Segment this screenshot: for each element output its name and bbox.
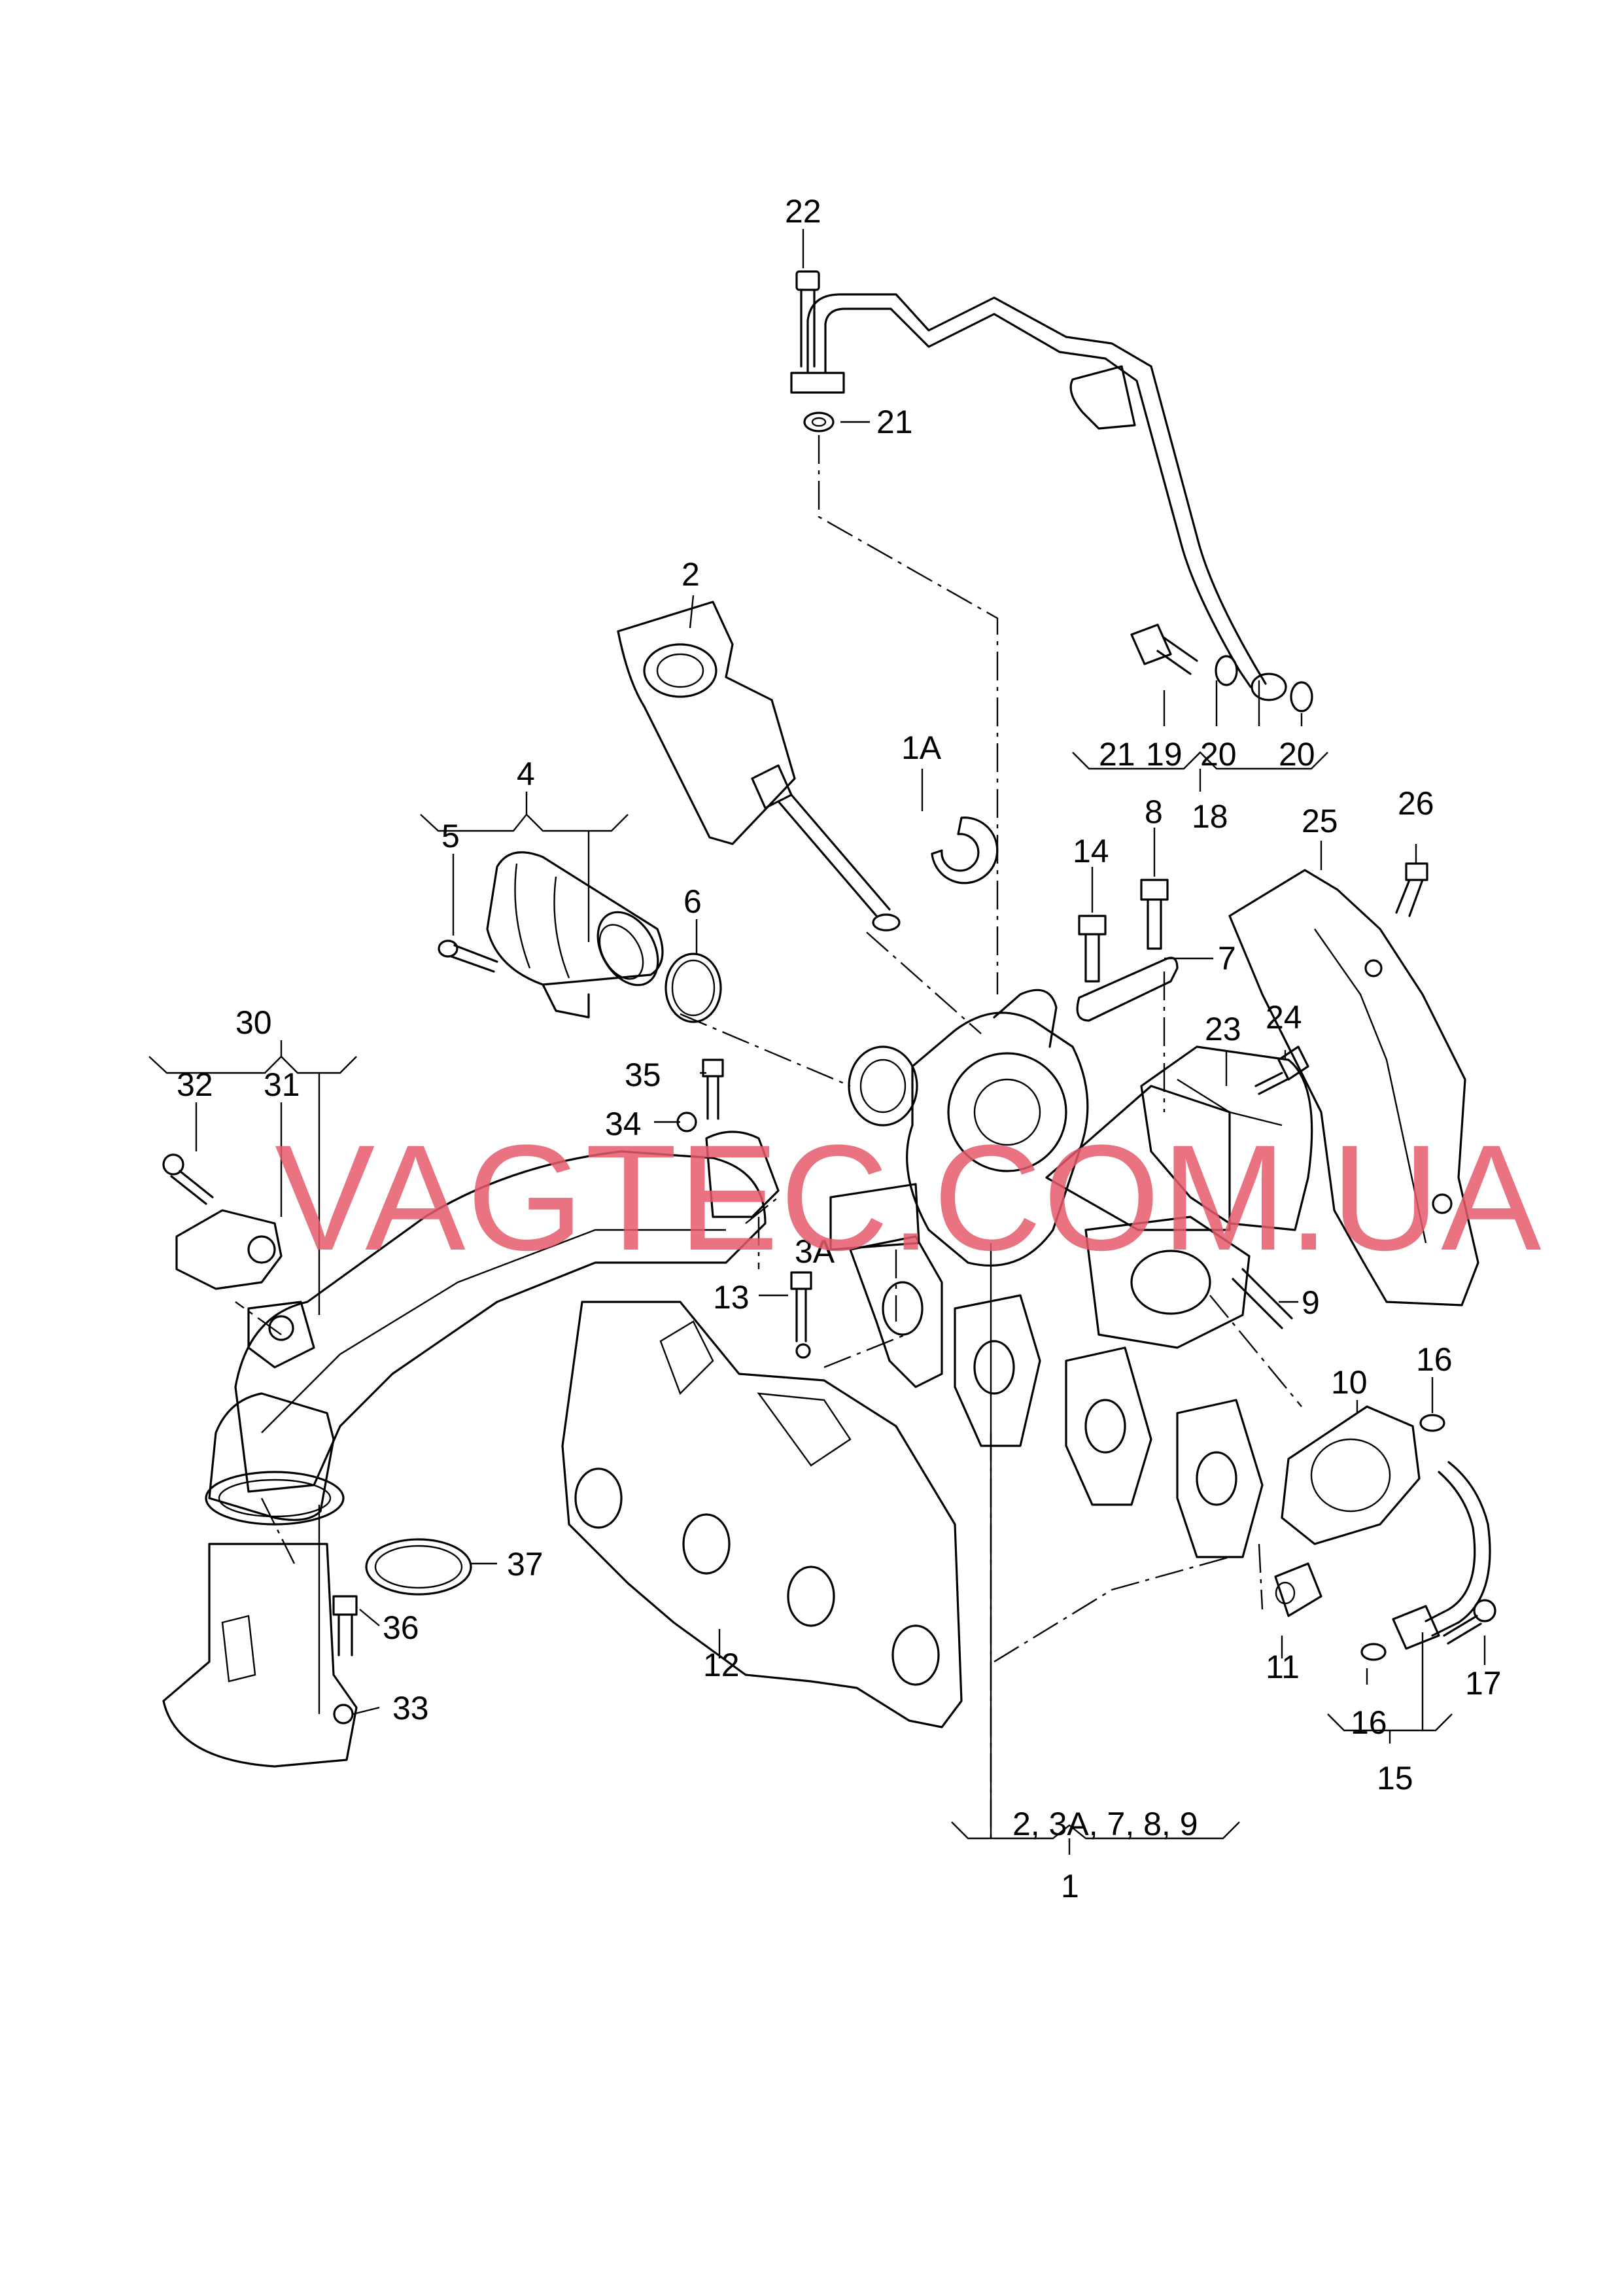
mounting-bracket-33 bbox=[162, 1543, 358, 1768]
exhaust-manifold bbox=[849, 1216, 1264, 1558]
callout-labels: 22 21 2 1A 21 19 20 20 18 4 5 6 14 8 7 2… bbox=[177, 193, 1502, 1904]
bolt-35 bbox=[702, 1059, 724, 1120]
bolt-36 bbox=[332, 1595, 358, 1656]
callout-22: 22 bbox=[785, 193, 821, 230]
callout-16-upper: 16 bbox=[1416, 1341, 1453, 1378]
callout-16-lower: 16 bbox=[1351, 1704, 1387, 1741]
callout-34: 34 bbox=[605, 1106, 642, 1142]
connecting-hose-4 bbox=[486, 851, 664, 1019]
callout-5: 5 bbox=[441, 818, 460, 854]
callout-35: 35 bbox=[625, 1057, 661, 1093]
circlip-1A bbox=[931, 816, 999, 885]
callout-20-right: 20 bbox=[1279, 736, 1315, 773]
callout-1: 1 bbox=[1061, 1868, 1079, 1904]
banjo-bolt-19 bbox=[1130, 623, 1198, 675]
stud-9 bbox=[1232, 1268, 1293, 1329]
leader-lines bbox=[148, 229, 1486, 1855]
spacer-11 bbox=[1274, 1562, 1322, 1617]
pressure-sensor-31 bbox=[175, 1209, 283, 1290]
callout-18: 18 bbox=[1192, 798, 1228, 835]
callout-31: 31 bbox=[264, 1066, 300, 1103]
callout-3A: 3A bbox=[795, 1233, 835, 1270]
callout-6: 6 bbox=[683, 883, 702, 920]
watermark: VAGTEC.COM.UA bbox=[275, 1113, 1543, 1282]
o-ring-37 bbox=[365, 1538, 472, 1596]
callout-15: 15 bbox=[1377, 1760, 1413, 1796]
callout-11: 11 bbox=[1266, 1649, 1300, 1685]
callout-12: 12 bbox=[703, 1647, 740, 1683]
callout-26: 26 bbox=[1398, 785, 1434, 822]
callout-19: 19 bbox=[1146, 736, 1183, 773]
callout-1A: 1A bbox=[901, 729, 942, 766]
seal-16-lower bbox=[1360, 1643, 1387, 1661]
bolt-22 bbox=[795, 270, 820, 368]
callout-24: 24 bbox=[1266, 999, 1302, 1036]
callout-2: 2 bbox=[682, 556, 700, 593]
callout-10: 10 bbox=[1331, 1364, 1368, 1401]
callout-14: 14 bbox=[1073, 833, 1109, 869]
bolt-8 bbox=[1140, 879, 1169, 950]
bolt-13 bbox=[790, 1271, 812, 1359]
callout-36: 36 bbox=[383, 1609, 419, 1646]
heat-shield-25 bbox=[1228, 869, 1479, 1306]
callout-9: 9 bbox=[1302, 1284, 1320, 1321]
oil-feed-line bbox=[790, 293, 1287, 701]
callout-32: 32 bbox=[177, 1066, 213, 1103]
bracket-7 bbox=[1076, 956, 1179, 1022]
wastegate-actuator bbox=[617, 601, 901, 932]
callout-13: 13 bbox=[713, 1279, 750, 1316]
bolt-17 bbox=[1443, 1599, 1496, 1645]
callout-20-left: 20 bbox=[1200, 736, 1237, 773]
bolt-14 bbox=[1078, 915, 1107, 983]
callout-23: 23 bbox=[1205, 1011, 1241, 1047]
callout-4: 4 bbox=[517, 756, 535, 792]
callout-33: 33 bbox=[392, 1690, 429, 1726]
o-ring-6 bbox=[665, 953, 722, 1023]
callout-25: 25 bbox=[1302, 803, 1338, 839]
heat-shield-23 bbox=[1140, 1045, 1313, 1231]
callout-37: 37 bbox=[507, 1546, 544, 1583]
callout-7: 7 bbox=[1218, 940, 1236, 977]
bolt-5 bbox=[438, 939, 498, 973]
elbow-pipe bbox=[205, 1392, 345, 1526]
callout-21-lower: 21 bbox=[1099, 736, 1135, 773]
seal-washers-20 bbox=[1215, 655, 1313, 712]
callout-21-upper: 21 bbox=[876, 404, 913, 440]
bolt-26 bbox=[1395, 862, 1428, 917]
bolt-32 bbox=[162, 1153, 214, 1205]
manifold-gasket-12 bbox=[561, 1301, 963, 1728]
washer-21-upper bbox=[803, 412, 835, 432]
callout-8: 8 bbox=[1145, 794, 1163, 830]
callout-group-1: 2, 3A, 7, 8, 9 bbox=[1012, 1806, 1198, 1842]
callout-30: 30 bbox=[235, 1004, 272, 1041]
charge-air-pipe-30 bbox=[234, 1150, 767, 1493]
callout-17: 17 bbox=[1465, 1665, 1502, 1702]
gasket-10 bbox=[1281, 1405, 1421, 1545]
oil-return-line-15 bbox=[1392, 1461, 1491, 1650]
seal-16-upper bbox=[1419, 1414, 1445, 1432]
